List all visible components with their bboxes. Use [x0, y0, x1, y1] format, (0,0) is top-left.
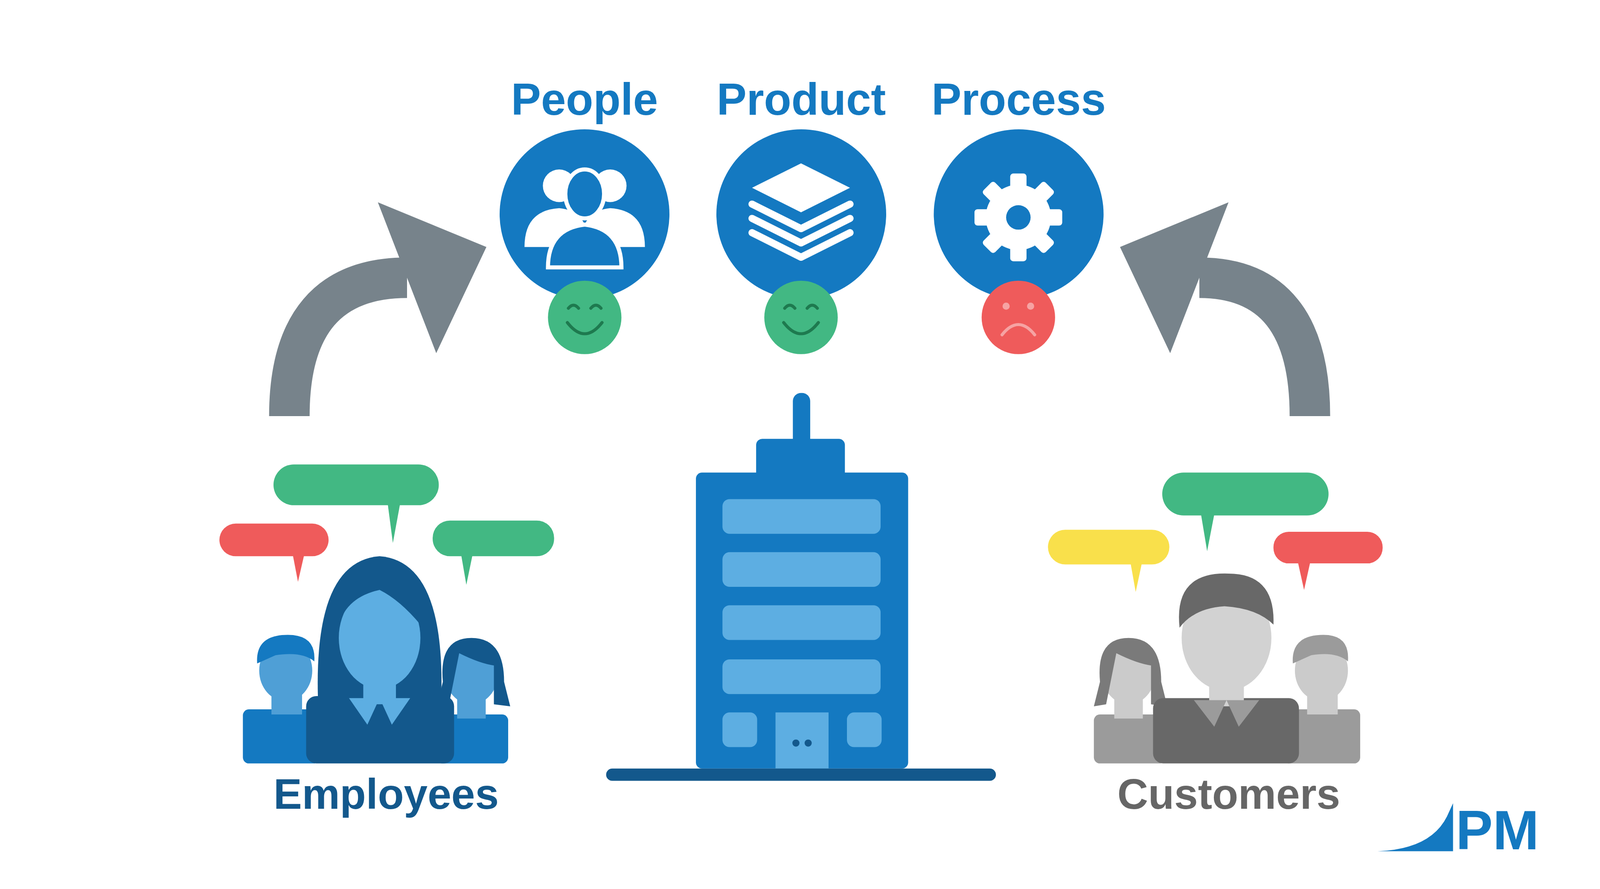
arrow-body — [1199, 277, 1310, 416]
group-label: Employees — [213, 768, 559, 820]
category-heading: Product — [695, 72, 908, 127]
stack-icon — [752, 163, 851, 258]
category-heading: People — [486, 72, 683, 127]
logo-text: PM — [1455, 802, 1539, 858]
customer-figures — [1093, 573, 1361, 764]
gear-icon — [974, 173, 1063, 262]
arrow-head — [378, 202, 487, 353]
group-label: Customers — [1041, 768, 1417, 820]
curved-arrow — [1120, 202, 1310, 416]
office-building — [612, 392, 990, 775]
category-heading: Process — [917, 72, 1120, 127]
people-icon — [524, 169, 645, 268]
stakeholder-group: Employees — [213, 416, 559, 820]
arrow-body — [289, 277, 408, 416]
arrow-head — [1120, 202, 1229, 353]
employee-figures — [242, 555, 511, 763]
logo-swoosh — [1377, 802, 1454, 851]
circle-outline — [933, 129, 1104, 300]
smiley-faces — [547, 280, 1056, 355]
circle-outline — [499, 129, 670, 300]
circle-outline — [716, 129, 887, 300]
curved-arrow — [289, 202, 487, 416]
stakeholder-group: Customers — [1041, 416, 1417, 820]
